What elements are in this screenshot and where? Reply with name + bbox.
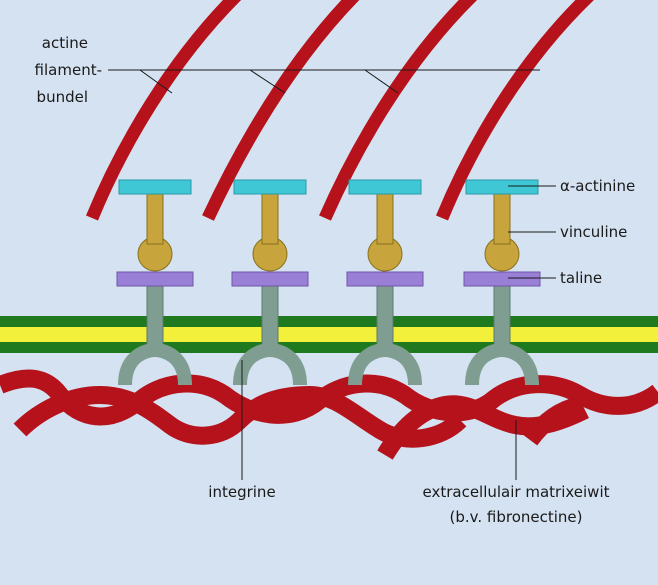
- label-alpha-actinin: α-actinine: [560, 177, 635, 195]
- label-vinculin: vinculine: [560, 223, 627, 241]
- vinculin-stem: [493, 191, 511, 245]
- membrane-green-top: [0, 316, 658, 327]
- leader-actin: [108, 69, 540, 94]
- actin-filament-3: [319, 0, 478, 221]
- integrin-fork: [348, 342, 422, 386]
- cell-membrane: [0, 316, 658, 353]
- fibronectin-strand-4: [522, 396, 583, 446]
- talin-bar: [116, 271, 194, 287]
- integrin-fork: [118, 342, 192, 386]
- actin-filament-1: [85, 0, 242, 221]
- labels: actine filament- bundel α-actinine vincu…: [35, 34, 636, 526]
- vinculin-stem: [376, 191, 394, 245]
- alpha-actinin-bar: [348, 179, 422, 195]
- alpha-actinin-bar: [465, 179, 539, 195]
- adhesion-units: [116, 179, 541, 386]
- vinculin-stem: [261, 191, 279, 245]
- adhesion-unit-3: [346, 179, 424, 386]
- label-talin: taline: [560, 269, 602, 287]
- membrane-green-bottom: [0, 342, 658, 353]
- adhesion-unit-1: [116, 179, 194, 386]
- label-ecm-2: (b.v. fibronectine): [450, 508, 583, 526]
- label-actin-3: bundel: [37, 88, 88, 106]
- label-ecm-1: extracellulair matrixeiwit: [422, 483, 609, 501]
- leader-lines: [108, 69, 556, 480]
- vinculin-stem: [146, 191, 164, 245]
- integrin-fork: [465, 342, 539, 386]
- label-integrin: integrine: [208, 483, 275, 501]
- adhesion-unit-4: [463, 179, 541, 386]
- talin-bar: [463, 271, 541, 287]
- alpha-actinin-bar: [118, 179, 192, 195]
- alpha-actinin-bar: [233, 179, 307, 195]
- label-actin-1: actine: [42, 34, 88, 52]
- adhesion-unit-2: [231, 179, 309, 386]
- integrin-fork: [233, 342, 307, 386]
- actin-filaments: [85, 0, 595, 221]
- talin-bar: [346, 271, 424, 287]
- fibronectin-strand-2: [13, 385, 467, 448]
- actin-filament-2: [202, 0, 360, 221]
- actin-filament-4: [435, 0, 595, 221]
- membrane-yellow: [0, 327, 658, 342]
- fibronectin-matrix: [0, 369, 658, 460]
- label-actin-2: filament-: [35, 61, 102, 79]
- talin-bar: [231, 271, 309, 287]
